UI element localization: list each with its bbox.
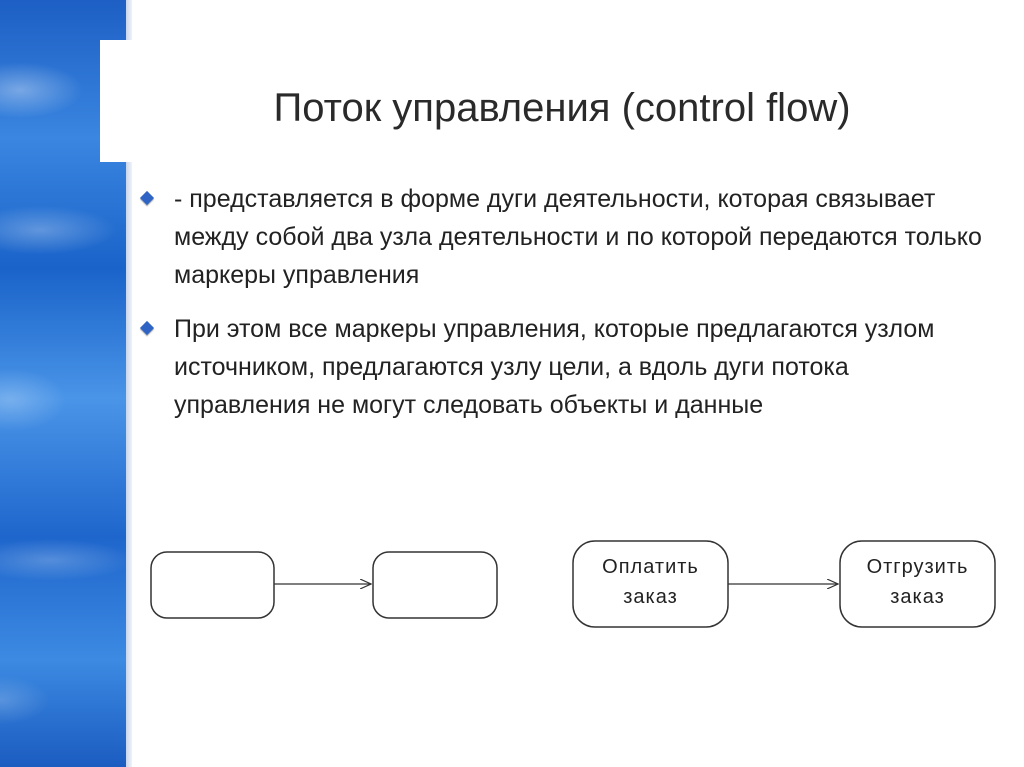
ship-order-label-line2: заказ [890,586,945,608]
generic-source-node [150,551,275,619]
ship-order-node [839,540,996,628]
ship-order-label: Отгрузить заказ [840,552,995,612]
side-band-edge [126,0,132,767]
pay-order-label-line1: Оплатить [602,556,699,578]
title-area [100,40,1024,162]
pay-order-label: Оплатить заказ [573,552,728,612]
slide-title: Поток управления (control flow) [273,86,851,130]
bullet-text: При этом все маркеры управления, которые… [174,315,935,419]
bullet-text: - представляется в форме дуги деятельнос… [174,185,982,289]
bullet-item: При этом все маркеры управления, которые… [139,310,982,424]
ship-order-label-line1: Отгрузить [866,556,969,578]
generic-target-node [372,551,498,619]
bullet-item: - представляется в форме дуги деятельнос… [139,180,982,294]
pay-order-label-line2: заказ [623,586,678,608]
